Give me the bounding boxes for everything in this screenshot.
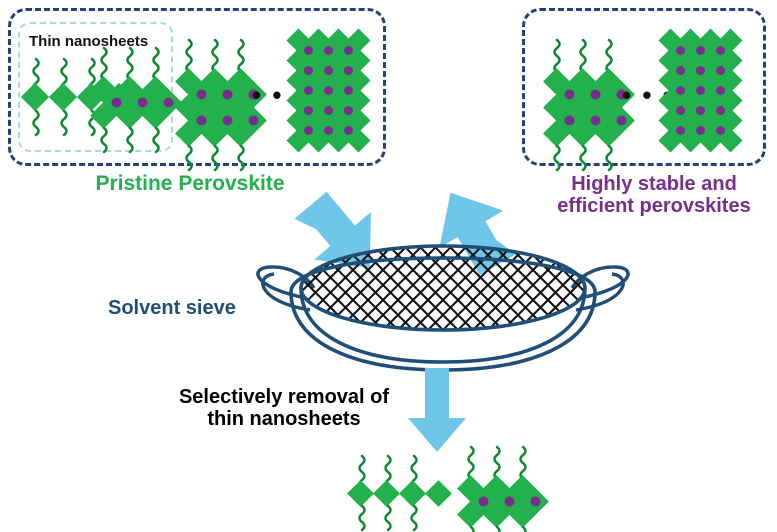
ligand-chains-bottom [358, 504, 418, 532]
removal-note-caption: Selectively removal of thin nanosheets [178, 386, 390, 431]
cation-sites [478, 496, 541, 507]
cation-sites [676, 46, 725, 135]
arrow-removal [404, 368, 470, 454]
thin-nanosheets-label: Thin nanosheets [26, 33, 152, 50]
structure-n3-nanosheet [172, 36, 284, 172]
structure-bulk-crystal [286, 28, 371, 156]
ligand-chains-bottom [553, 144, 613, 172]
solvent-sieve [248, 240, 638, 372]
pristine-perovskite-panel [8, 8, 386, 166]
thin-nanosheets-box [18, 22, 173, 152]
arrow-into-sieve [294, 190, 410, 285]
sieve-mesh [301, 246, 585, 330]
cation-sites [304, 46, 353, 135]
stable-perovskite-caption: Highly stable and efficient perovskites [557, 173, 751, 218]
stable-perovskite-panel [522, 8, 766, 166]
sieve-bowl [289, 244, 597, 372]
ligand-chains-bottom [32, 109, 96, 137]
structure-n2-nanosheet [88, 44, 198, 154]
ligand-chains-bottom [469, 525, 527, 532]
ligand-chains-top [467, 445, 527, 481]
ligand-chains-top [185, 38, 245, 74]
cation-sites [564, 89, 627, 126]
ligand-chains-top [553, 38, 613, 74]
structure-bulk-crystal-kept [658, 28, 743, 156]
pristine-perovskite-caption: Pristine Perovskite [95, 172, 285, 195]
ligand-chains-top [100, 46, 160, 82]
cation-sites [111, 97, 174, 108]
ligand-chains-bottom [185, 144, 245, 172]
ligand-chains-bottom [100, 126, 160, 154]
cation-sites [196, 89, 259, 126]
structure-removed-n1 [347, 452, 458, 532]
solvent-sieve-label: Solvent sieve [108, 297, 236, 319]
structure-removed-n2 [455, 445, 565, 532]
lattice-diamonds-row [347, 480, 452, 507]
structure-n3-nanosheet-kept [540, 36, 652, 172]
